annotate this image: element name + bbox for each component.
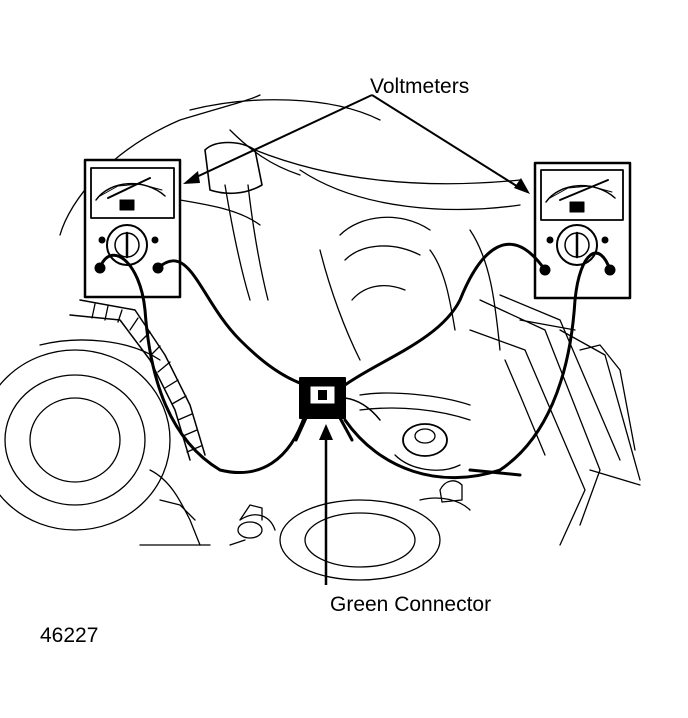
engine-bay-background bbox=[0, 94, 641, 581]
right-voltmeter bbox=[533, 161, 632, 300]
green-connector-callout-label: Green Connector bbox=[330, 593, 492, 616]
callout-arrows bbox=[183, 94, 530, 585]
test-leads bbox=[98, 242, 612, 480]
green-connector bbox=[294, 377, 381, 442]
figure-number: 46227 bbox=[40, 624, 99, 647]
left-voltmeter bbox=[83, 158, 182, 299]
voltmeters-callout-label: Voltmeters bbox=[370, 75, 470, 98]
